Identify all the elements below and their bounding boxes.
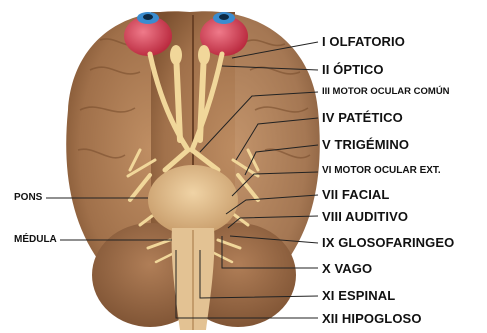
label-pons: PONS <box>14 193 42 203</box>
label-vestibulocochlear-nerve: VIII AUDITIVO <box>322 210 408 223</box>
label-accessory-nerve: XI ESPINAL <box>322 289 395 302</box>
label-optic-nerve: II ÓPTICO <box>322 63 384 76</box>
label-trigeminal-nerve: V TRIGÉMINO <box>322 138 409 151</box>
label-trochlear-nerve: IV PATÉTICO <box>322 111 403 124</box>
label-hypoglossal-nerve: XII HIPOGLOSO <box>322 312 422 325</box>
label-olfactory-nerve: I OLFATORIO <box>322 35 405 48</box>
label-glossopharyngeal-nerve: IX GLOSOFARINGEO <box>322 236 454 249</box>
medulla <box>172 228 215 330</box>
label-vagus-nerve: X VAGO <box>322 262 372 275</box>
pons <box>148 165 238 235</box>
label-oculomotor-nerve: III MOTOR OCULAR COMÚN <box>322 87 450 97</box>
label-abducens-nerve: VI MOTOR OCULAR EXT. <box>322 166 441 176</box>
label-medulla: MÉDULA <box>14 235 57 245</box>
label-facial-nerve: VII FACIAL <box>322 188 389 201</box>
